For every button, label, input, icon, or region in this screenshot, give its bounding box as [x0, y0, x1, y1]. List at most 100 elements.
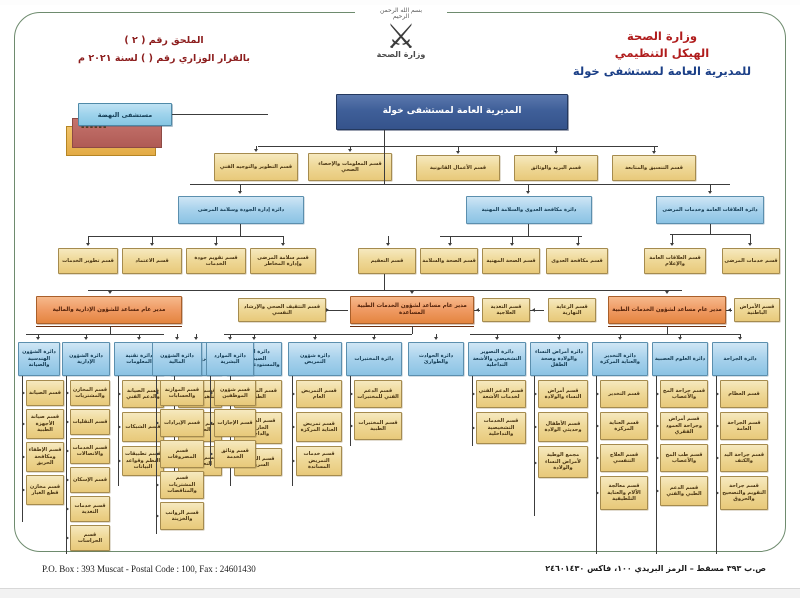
section-expenditures[interactable]: قسم المصروفات	[160, 440, 204, 468]
section-obstetrics-gynecology[interactable]: قسم أمراض النساء والولادة	[538, 380, 588, 408]
arrow-d1-s0	[575, 243, 580, 246]
daira-quality-patient-safety[interactable]: دائرة إدارة الجودة وسلامة المرضى	[178, 196, 304, 224]
section-occupational-health[interactable]: قسم الصحة المهنية	[482, 248, 540, 274]
connector-d2-bus	[134, 236, 284, 237]
section-day-care[interactable]: قسم الرعاية النهارية	[548, 298, 596, 322]
spine-c11	[66, 376, 67, 554]
section-mail-documents[interactable]: قسم البريد والوثائق	[514, 155, 598, 181]
section-anesthesia[interactable]: قسم التخدير	[600, 380, 648, 408]
assistant-medical-services[interactable]: مدير عام مساعد لشؤون الخدمات الطبية	[608, 296, 726, 324]
section-medical-laboratories[interactable]: قسم المختبرات الطبية	[354, 412, 402, 440]
spine-c10	[118, 376, 119, 486]
section-reconstructive-burns-surgery[interactable]: قسم جراحة التقويم والتصحيح والحروق	[720, 476, 768, 510]
daira-engineering-maintenance[interactable]: دائرة الشؤون الهندسية والصيانة	[18, 342, 60, 376]
daira-laboratories[interactable]: دائرة المختبرات	[346, 342, 402, 376]
section-fire-fighting[interactable]: قسم الإطفاء ومكافحة الحريق	[26, 442, 64, 472]
section-public-relations-media[interactable]: قسم العلاقات العامة والإعلام	[644, 248, 706, 274]
section-security-guards[interactable]: قسم الحراسات	[70, 525, 110, 551]
section-health-information-statistics[interactable]: قسم المعلومات والإحصاء الصحي	[308, 153, 392, 181]
arrow-c2-s2	[596, 455, 599, 460]
section-intensive-care[interactable]: قسم العناية المركزة	[600, 412, 648, 440]
section-medical-equipment-maintenance[interactable]: قسم صيانة الأجهزة الطبية	[26, 409, 64, 439]
section-leaves[interactable]: قسم الإجازات	[214, 409, 256, 437]
connector-d0-s0	[750, 234, 751, 243]
section-housing[interactable]: قسم الإسكان	[70, 467, 110, 493]
section-service-documents[interactable]: قسم وثائق الخدمة	[214, 440, 256, 468]
section-systems-databases[interactable]: قسم تطبيقات النظم وقواعد البيانات	[122, 446, 164, 476]
section-legal-affairs[interactable]: قسم الأعمال القانونية	[416, 155, 500, 181]
daira-neurosciences[interactable]: دائرة العلوم العصبية	[652, 342, 708, 376]
connector-d1-down	[528, 224, 529, 236]
arrow-c3-s1	[534, 424, 537, 429]
section-diagnostic-interventional-services[interactable]: قسم الخدمات التشخيصية والتداخلية	[476, 412, 526, 444]
section-general-surgery[interactable]: قسم الجراحة العامة	[720, 412, 768, 440]
section-nursing-support-services[interactable]: قسم خدمات التمريض المساندة	[296, 446, 342, 476]
section-services-communications[interactable]: قسم الخدمات والاتصالات	[70, 438, 110, 464]
daira-human-resources[interactable]: دائرة الموارد البشرية	[206, 342, 254, 376]
assistant-admin-financial[interactable]: مدير عام مساعد للشؤون الإدارية والمالية	[36, 296, 182, 324]
section-development-technical-guidance[interactable]: قسم التطوير والتوجيه الفني	[214, 153, 298, 181]
daira-financial-affairs[interactable]: دائرة الشؤون المالية	[152, 342, 202, 376]
section-health-education-counseling[interactable]: قسم التثقيف الصحي والإرشاد النفسي	[238, 298, 326, 322]
daira-diagnostic-imaging[interactable]: دائرة التصوير التشخيصي والأشعة التداخلية	[468, 342, 526, 376]
section-accreditation[interactable]: قسم الاعتماد	[122, 248, 182, 274]
section-therapeutic-nutrition[interactable]: قسم التغذية العلاجية	[482, 298, 530, 322]
arrow-c8	[251, 337, 256, 340]
arrow-c13-s1	[210, 420, 213, 425]
section-orthopedics[interactable]: قسم العظام	[720, 380, 768, 408]
section-radiology-technical-support[interactable]: قسم الدعم الفني لخدمات الأشعة	[476, 380, 526, 408]
section-networks[interactable]: قسم الشبكات	[122, 412, 164, 442]
section-lab-technical-support[interactable]: قسم الدعم الفني للمختبرات	[354, 380, 402, 408]
section-icu-nursing[interactable]: قسم تمريض العناية المركزة	[296, 412, 342, 442]
section-purchases-tenders[interactable]: قسم المشتريات والمناقصات	[160, 471, 204, 499]
section-budget-accounts[interactable]: قسم الموازنة والحسابات	[160, 380, 204, 406]
section-hand-shoulder-surgery[interactable]: قسم جراحة اليد والكتف	[720, 444, 768, 472]
section-spare-parts-stores[interactable]: قسم مخازن قطع الغيار	[26, 475, 64, 505]
daira-surgery[interactable]: دائرة الجراحة	[712, 342, 768, 376]
daira-nursing-affairs[interactable]: دائرة شؤون التمريض	[288, 342, 342, 376]
arrow-r1-3	[347, 149, 352, 152]
section-staff-affairs[interactable]: قسم شؤون الموظفين	[214, 380, 256, 406]
daira-infection-control[interactable]: دائرة مكافحة العدوى والسلامة المهنية	[466, 196, 592, 224]
arrow-c10-s1	[118, 424, 121, 429]
section-service-development[interactable]: قسم تطوير الخدمات	[58, 248, 118, 274]
oman-emblem: بسم الله الرحمن الرحيم ⚔ وزارة الصحة	[372, 8, 430, 80]
section-health-safety[interactable]: قسم الصحة والسلامة	[420, 248, 478, 274]
main-directorate-box[interactable]: المديرية العامة لمستشفى خولة	[336, 94, 568, 130]
spine-c0	[716, 376, 717, 554]
section-infection-control[interactable]: قسم مكافحة العدوى	[546, 248, 608, 274]
section-neurosurgery[interactable]: قسم جراحة المخ والأعصاب	[660, 380, 708, 408]
section-internal-medicine[interactable]: قسم الأمراض الباطنية	[734, 298, 780, 322]
section-wattaya-obgyn-complex[interactable]: مجمع الوطية لأمراض النساء والولادة	[538, 446, 588, 478]
section-catering-services[interactable]: قسم خدمات التغذية	[70, 496, 110, 522]
section-sterilization[interactable]: قسم التعقيم	[358, 248, 416, 274]
assistant-support-medical-services[interactable]: مدير عام مساعد لشؤون الخدمات الطبية المس…	[350, 296, 474, 324]
section-respiratory-therapy[interactable]: قسم العلاج التنفسي	[600, 444, 648, 472]
section-medical-technical-support[interactable]: قسم الدعم الطبي والفني	[660, 476, 708, 506]
linked-hospital-box[interactable]: مستشفى النهضة	[78, 103, 172, 126]
section-spine-surgery[interactable]: قسم أمراض وجراحة العمود الفقري	[660, 412, 708, 440]
section-stores-purchasing[interactable]: قسم المخازن والمشتريات	[70, 380, 110, 406]
connector-c4	[497, 334, 498, 338]
section-revenues[interactable]: قسم الإيرادات	[160, 409, 204, 437]
daira-anesthesia-icu[interactable]: دائرة التخدير والعناية المركزة	[592, 342, 648, 376]
connector-d1-bus	[440, 236, 582, 237]
daira-accidents-emergency[interactable]: دائرة الحوادث والطوارئ	[408, 342, 464, 376]
section-pain-palliative-care[interactable]: قسم معالجة الآلام والعناية التلطيفية	[600, 476, 648, 510]
section-service-quality-evaluation[interactable]: قسم تقويم جودة الخدمات	[186, 248, 246, 274]
section-patient-safety-risk[interactable]: قسم سلامة المرضى وإدارة المخاطر	[250, 248, 316, 274]
daira-obgyn-child-health[interactable]: دائرة أمراض النساء والولادة وصحة الطفل	[530, 342, 588, 376]
section-patient-services[interactable]: قسم خدمات المرضى	[722, 248, 780, 274]
section-neurology[interactable]: قسم طب المخ والأعصاب	[660, 444, 708, 472]
section-general-nursing[interactable]: قسم التمريض العام	[296, 380, 342, 408]
daira-public-relations[interactable]: دائرة العلاقات العامة وخدمات المرضى	[656, 196, 764, 224]
section-salaries-treasury[interactable]: قسم الرواتب والخزينة	[160, 502, 204, 530]
section-pediatrics-neonatal[interactable]: قسم الأطفال وحديثي الولادة	[538, 412, 588, 442]
daira-administrative-affairs[interactable]: دائرة الشؤون الإدارية	[62, 342, 110, 376]
arrow-c13-s2	[210, 451, 213, 456]
section-transport[interactable]: قسم النقليات	[70, 409, 110, 435]
connector-medgrp-stem	[667, 326, 668, 334]
section-maintenance[interactable]: قسم الصيانة	[26, 380, 64, 406]
section-coordination-followup[interactable]: قسم التنسيق والمتابعة	[612, 155, 696, 181]
